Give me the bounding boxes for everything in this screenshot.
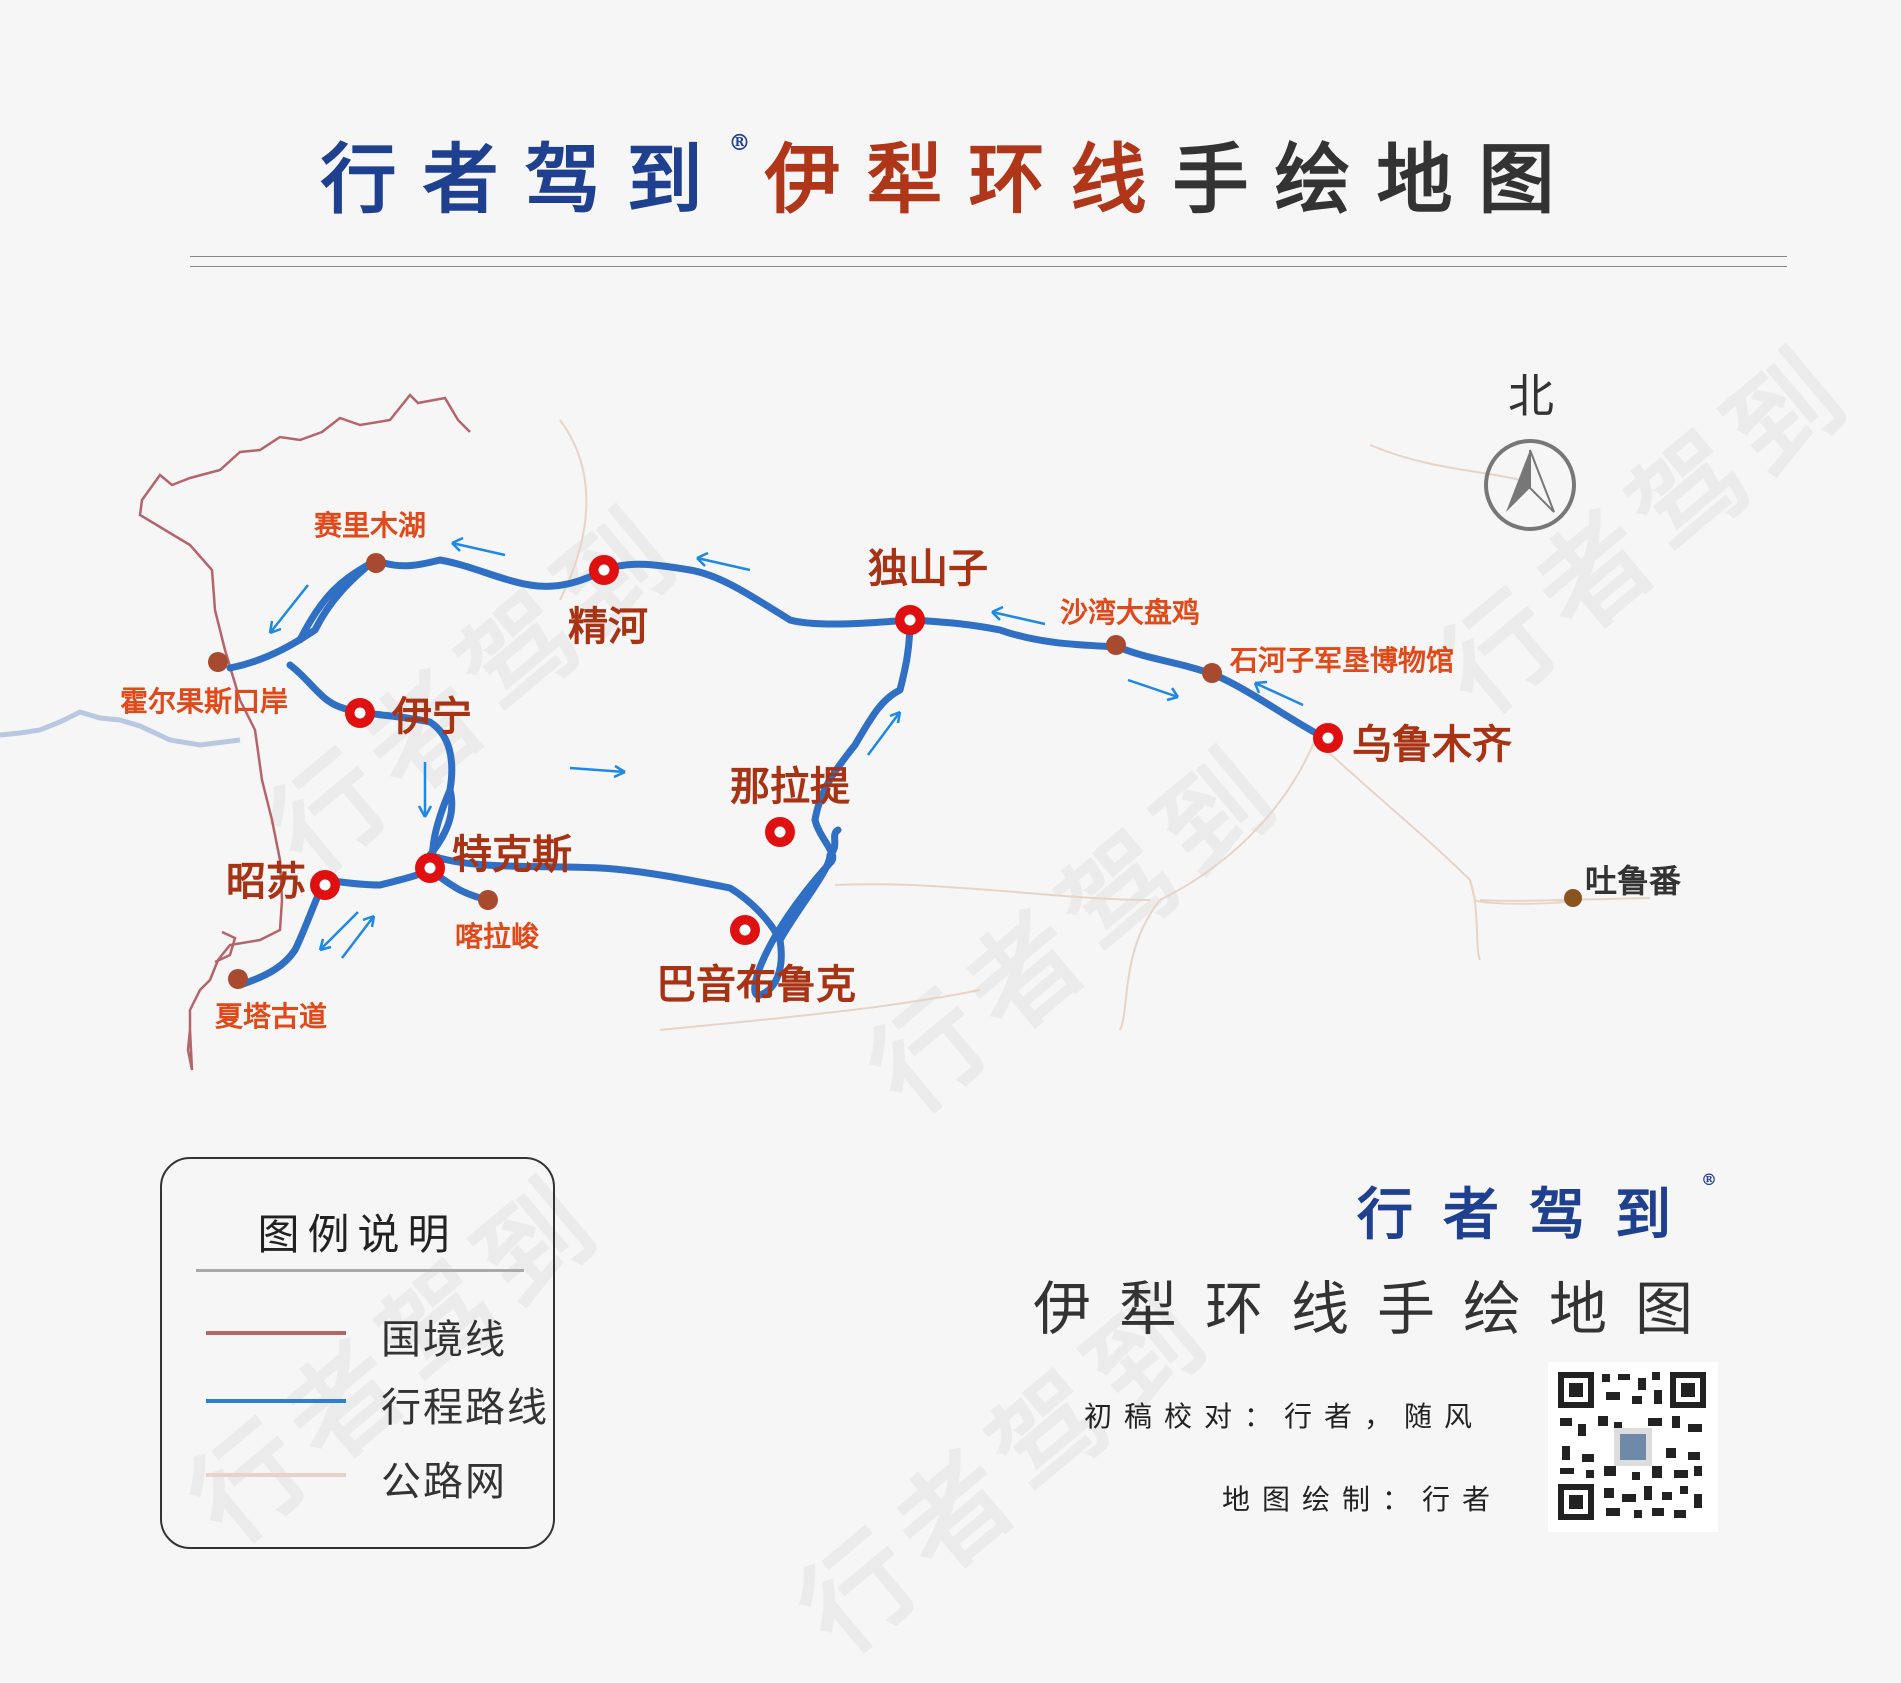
- registered-mark: ®: [1701, 1170, 1717, 1189]
- legend-item: 行程路线: [206, 1375, 547, 1431]
- footer-subtitle: 伊犁环线手绘地图: [1032, 1275, 1721, 1343]
- poi-marker-shihezi[interactable]: [1202, 663, 1222, 683]
- title-place: 伊犁环线: [764, 135, 1173, 224]
- legend-item: 国境线: [206, 1307, 526, 1363]
- legend-label: 行程路线: [381, 1385, 549, 1431]
- north-arrow-icon: [1484, 439, 1576, 531]
- river: [0, 709, 241, 748]
- poi-label-xiatagudao: 夏塔古道: [215, 1000, 327, 1033]
- credit-proofread: 初稿校对：行者，随风: [1084, 1400, 1485, 1433]
- poi-marker-huoerguosi[interactable]: [208, 652, 228, 672]
- city-marker-wulumuqi[interactable]: [1313, 723, 1343, 753]
- arrow-icon: [991, 605, 1046, 626]
- legend-title: 图例说明: [257, 1210, 458, 1259]
- national-border: [138, 393, 471, 1071]
- city-label-nalati: 那拉提: [730, 763, 850, 810]
- city-markers: [310, 555, 1343, 945]
- national-border: [214, 930, 237, 964]
- credit-drawn-by: 地图绘制：行者: [1222, 1483, 1503, 1516]
- city-marker-dushanzi[interactable]: [895, 605, 925, 635]
- city-marker-tekesi[interactable]: [415, 853, 445, 883]
- qr-code-icon: [1556, 1370, 1706, 1520]
- poi-marker-kalajun[interactable]: [478, 890, 498, 910]
- city-marker-jinghe[interactable]: [589, 555, 619, 585]
- legend-label: 公路网: [381, 1459, 507, 1505]
- legend-item: 公路网: [206, 1449, 526, 1505]
- road-network: [559, 419, 1651, 1031]
- arrow-icon: [569, 764, 626, 779]
- compass: 北: [1484, 369, 1576, 531]
- arrow-icon: [268, 584, 309, 635]
- arrow-icon: [318, 911, 359, 952]
- legend-divider: [196, 1269, 524, 1272]
- poi-marker-shawan[interactable]: [1106, 635, 1126, 655]
- arrow-icon: [341, 914, 376, 959]
- poi-marker-xiatagudao[interactable]: [228, 969, 248, 989]
- city-label-yining: 伊宁: [391, 693, 472, 740]
- qr-code[interactable]: [1548, 1362, 1718, 1532]
- city-label-bayinbuluke: 巴音布鲁克: [656, 961, 856, 1008]
- arrow-icon: [1127, 678, 1180, 702]
- arrow-icon: [866, 710, 902, 756]
- city-label-dushanzi: 独山子: [868, 545, 988, 592]
- poi-label-sailimuhu: 赛里木湖: [314, 509, 426, 542]
- footer-brand-text: 行者驾到: [1357, 1182, 1701, 1248]
- poi-markers: [208, 553, 1582, 989]
- city-marker-yining[interactable]: [345, 698, 375, 728]
- city-marker-nalati[interactable]: [765, 817, 795, 847]
- city-label-wulumuqi: 乌鲁木齐: [1352, 721, 1512, 768]
- arrow-icon: [696, 551, 751, 572]
- poi-marker-sailimuhu[interactable]: [366, 553, 386, 573]
- arrow-icon: [417, 762, 433, 818]
- direction-arrows: [268, 536, 1304, 959]
- city-marker-zhaosu[interactable]: [310, 870, 340, 900]
- title-divider: [190, 256, 1787, 257]
- city-marker-bayinbuluke[interactable]: [730, 915, 760, 945]
- poi-label-tulufan: 吐鲁番: [1585, 862, 1682, 900]
- registered-mark: ®: [728, 130, 751, 156]
- legend-swatch-border: [206, 1331, 346, 1335]
- city-label-zhaosu: 昭苏: [226, 858, 306, 905]
- poi-label-shihezi: 石河子军垦博物馆: [1229, 644, 1454, 677]
- poi-label-shawan: 沙湾大盘鸡: [1060, 596, 1200, 629]
- title-brand: 行者驾到: [320, 135, 729, 224]
- poi-label-huoerguosi: 霍尔果斯口岸: [120, 685, 288, 718]
- legend-swatch-route: [206, 1399, 346, 1403]
- page-title: 行者驾到® 伊犁环线手绘地图: [0, 118, 1901, 228]
- legend-swatch-roads: [206, 1473, 346, 1477]
- legend-label: 国境线: [381, 1317, 507, 1363]
- city-label-tekesi: 特克斯: [452, 831, 572, 878]
- city-label-jinghe: 精河: [568, 603, 648, 650]
- arrow-icon: [1253, 680, 1304, 707]
- map-legend: 图例说明 国境线 行程路线 公路网: [160, 1157, 555, 1549]
- title-divider: [190, 266, 1787, 267]
- title-rest: 手绘地图: [1172, 135, 1581, 224]
- arrow-icon: [451, 536, 506, 557]
- footer-brand: 行者驾到®: [1357, 1170, 1717, 1251]
- poi-label-kalajun: 喀拉峻: [455, 920, 539, 953]
- poi-marker-tulufan[interactable]: [1564, 889, 1582, 907]
- compass-label: 北: [1508, 369, 1554, 423]
- route-map: 精河 独山子 伊宁 特克斯 昭苏 那拉提 巴音布鲁克 乌鲁木齐 赛里木湖 霍尔果…: [0, 369, 1682, 1071]
